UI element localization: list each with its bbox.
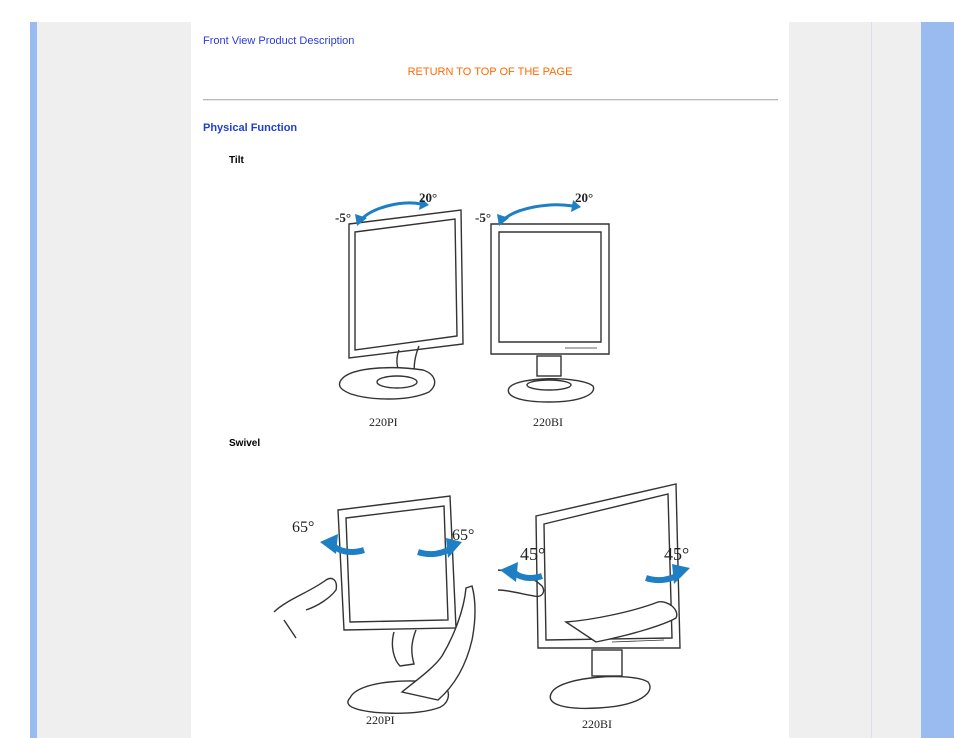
swivel-heading: Swivel [229,438,261,449]
tilt-right-angle-front: -5° [475,210,491,225]
section-title: Physical Function [203,122,298,134]
tilt-left-angle-back: 20° [419,190,437,205]
right-margin-panel [789,22,921,738]
swivel-left-angle-b: 65° [452,527,474,544]
tilt-heading: Tilt [229,155,244,166]
swivel-model-left: 220PI [366,713,395,727]
swivel-model-right: 220BI [582,717,612,731]
tilt-left-angle-front: -5° [335,210,351,225]
swivel-left-angle-a: 65° [292,519,314,536]
front-view-link[interactable]: Front View Product Description [203,35,355,47]
right-panel-divider [871,22,872,738]
left-margin-panel [37,22,191,738]
return-to-top-link[interactable]: RETURN TO TOP OF THE PAGE [407,66,573,78]
tilt-right-angle-back: 20° [575,190,593,205]
swivel-right-angle-a: 45° [520,544,545,564]
right-accent-bar [921,22,954,738]
tilt-illustration: 20° -5° 20° -5° 220PI 220BI [335,190,610,429]
left-accent-bar [30,22,37,738]
divider [203,99,778,101]
swivel-illustration: 65° 65° 45° 45° 220PI 220BI [273,483,690,731]
tilt-model-left: 220PI [369,415,398,429]
swivel-right-angle-b: 45° [664,544,689,564]
main-content: Front View Product Description RETURN TO… [191,22,789,738]
tilt-model-right: 220BI [533,415,563,429]
